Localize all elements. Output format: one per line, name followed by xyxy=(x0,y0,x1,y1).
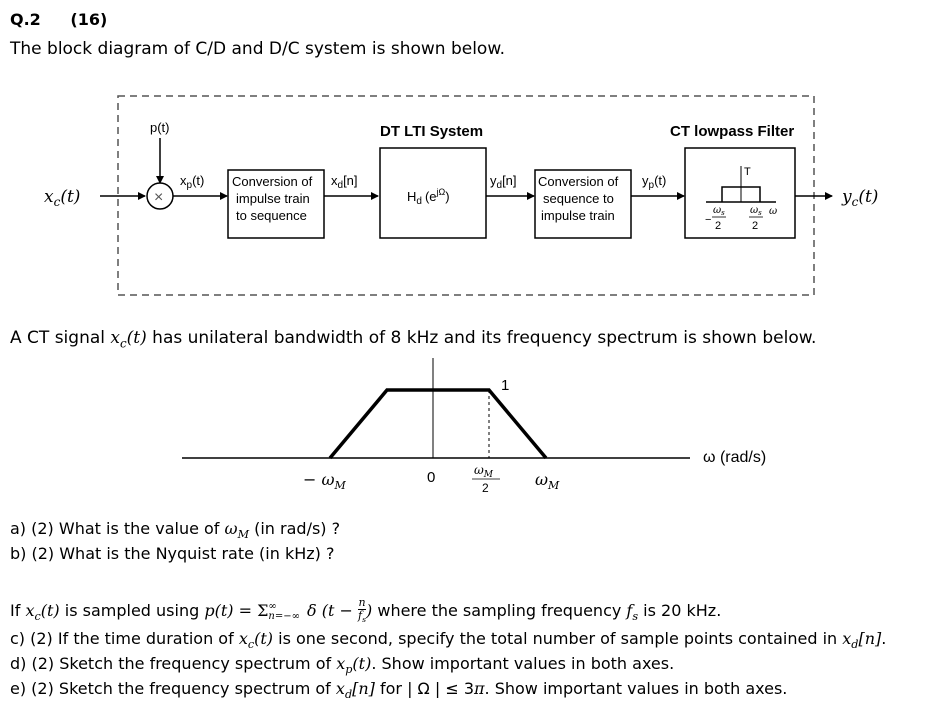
block-impulse-to-sequence xyxy=(227,169,325,239)
sampling-tail: where the sampling frequency xyxy=(372,601,627,621)
spectrum-half-num: ωM xyxy=(474,463,494,480)
question-intro: The block diagram of C/D and D/C system … xyxy=(10,39,506,59)
filter-omega-label: ω xyxy=(769,206,777,217)
filter-gain-label: T xyxy=(744,166,751,178)
part-e-prefix: e) (2) Sketch the frequency spectrum of xyxy=(10,679,336,698)
filter-left-num: ωs xyxy=(713,205,725,217)
sampling-p-expr: p(t) = xyxy=(204,601,258,621)
xd-label: xd[n] xyxy=(331,173,358,191)
part-c-mid: is one second, specify the total number … xyxy=(273,629,843,648)
part-e: e) (2) Sketch the frequency spectrum of … xyxy=(10,679,787,701)
filter-right-num: ωs xyxy=(750,205,762,217)
spectrum-description: A CT signal xc(t) has unilateral bandwid… xyxy=(10,328,816,350)
block1-line3: to sequence xyxy=(236,208,307,223)
part-e-pi: π xyxy=(474,679,485,698)
spectrum-half-den: 2 xyxy=(482,481,489,495)
question-number-text: Q.2 xyxy=(10,10,41,29)
block-sequence-to-impulse xyxy=(534,169,632,239)
part-a: a) (2) What is the value of ωM (in rad/s… xyxy=(10,519,340,541)
filter-left-den: 2 xyxy=(715,220,721,232)
pulse-label: p(t) xyxy=(150,120,170,135)
sampling-end: is 20 kHz. xyxy=(638,601,722,621)
yd-label: yd[n] xyxy=(490,173,517,191)
ct-lowpass-title: CT lowpass Filter xyxy=(670,123,794,140)
dt-lti-title: DT LTI System xyxy=(380,123,483,140)
part-c-xd: xd[n] xyxy=(842,629,882,652)
spectrum-desc-var: xc(t) xyxy=(110,328,147,351)
sampling-lead: If xyxy=(10,601,26,621)
xp-label: xp(t) xyxy=(180,173,204,191)
part-d-end: . Show important values in both axes. xyxy=(371,654,675,673)
filter-response xyxy=(721,186,761,202)
part-a-var: ωM xyxy=(224,519,250,542)
block1-line1: Conversion of xyxy=(232,174,313,189)
filter-right-den: 2 xyxy=(752,220,758,232)
spectrum-desc-after: has unilateral bandwidth of 8 kHz and it… xyxy=(146,328,817,348)
block-dt-lti-system xyxy=(379,147,487,239)
filter-left-sign: − xyxy=(705,214,711,226)
output-signal-label: yc(t) xyxy=(841,187,878,209)
part-e-end: . Show important values in both axes. xyxy=(484,679,788,698)
sampling-close: ) xyxy=(366,601,373,621)
part-b: b) (2) What is the Nyquist rate (in kHz)… xyxy=(10,544,335,563)
sum-symbol: Σ xyxy=(257,601,269,621)
block1-line2: impulse train xyxy=(236,191,310,206)
part-c-prefix: c) (2) If the time duration of xyxy=(10,629,239,648)
block-diagram: xc(t) p(t) × xp(t) Conversion of impulse… xyxy=(44,95,878,296)
part-d-prefix: d) (2) Sketch the frequency spectrum of xyxy=(10,654,337,673)
multiplier-icon: × xyxy=(154,189,163,206)
question-number: Q.2 (16) xyxy=(10,10,107,29)
part-a-suffix: (in rad/s) ? xyxy=(249,519,341,538)
part-e-x: xd[n] xyxy=(335,679,375,702)
sampling-statement: If xc(t) is sampled using p(t) = Σ∞n=−∞ … xyxy=(10,597,721,626)
yp-label: yp(t) xyxy=(642,173,666,191)
part-d: d) (2) Sketch the frequency spectrum of … xyxy=(10,654,674,676)
block3-line3: impulse train xyxy=(541,208,615,223)
spectrum-neg-omega-m: − ωM xyxy=(303,470,347,492)
transfer-function-label: Hd(ejΩ) xyxy=(407,187,450,207)
spectrum-trapezoid xyxy=(328,388,548,460)
block-ct-lowpass-filter xyxy=(684,147,796,239)
block3-line1: Conversion of xyxy=(538,174,619,189)
spectrum-pos-omega-m: ωM xyxy=(535,470,560,492)
question-marks: (16) xyxy=(70,10,108,29)
input-signal-label: xc(t) xyxy=(44,187,80,209)
part-c-x: xc(t) xyxy=(238,629,274,652)
spectrum-axis-label: ω (rad/s) xyxy=(703,449,766,466)
part-c-end: . xyxy=(881,629,887,648)
block3-line2: sequence to xyxy=(543,191,614,206)
sum-limits: ∞n=−∞ xyxy=(268,600,300,622)
sampling-delta: δ (t − xyxy=(301,601,358,621)
spectrum-peak-label: 1 xyxy=(501,377,509,394)
sampling-fs: fs xyxy=(626,601,639,624)
spectrum-zero-label: 0 xyxy=(427,469,435,486)
part-c: c) (2) If the time duration of xc(t) is … xyxy=(10,629,886,651)
part-e-mid: for | Ω | ≤ 3 xyxy=(374,679,475,698)
sampling-x: xc(t) xyxy=(25,601,60,624)
part-d-x: xp(t) xyxy=(336,654,372,677)
spectrum-desc-before: A CT signal xyxy=(10,328,111,348)
sampling-mid: is sampled using xyxy=(59,601,205,621)
part-a-prefix: a) (2) What is the value of xyxy=(10,519,225,538)
spectrum-plot: 1 ω (rad/s) − ωM 0 ωM 2 ωM xyxy=(182,358,766,495)
